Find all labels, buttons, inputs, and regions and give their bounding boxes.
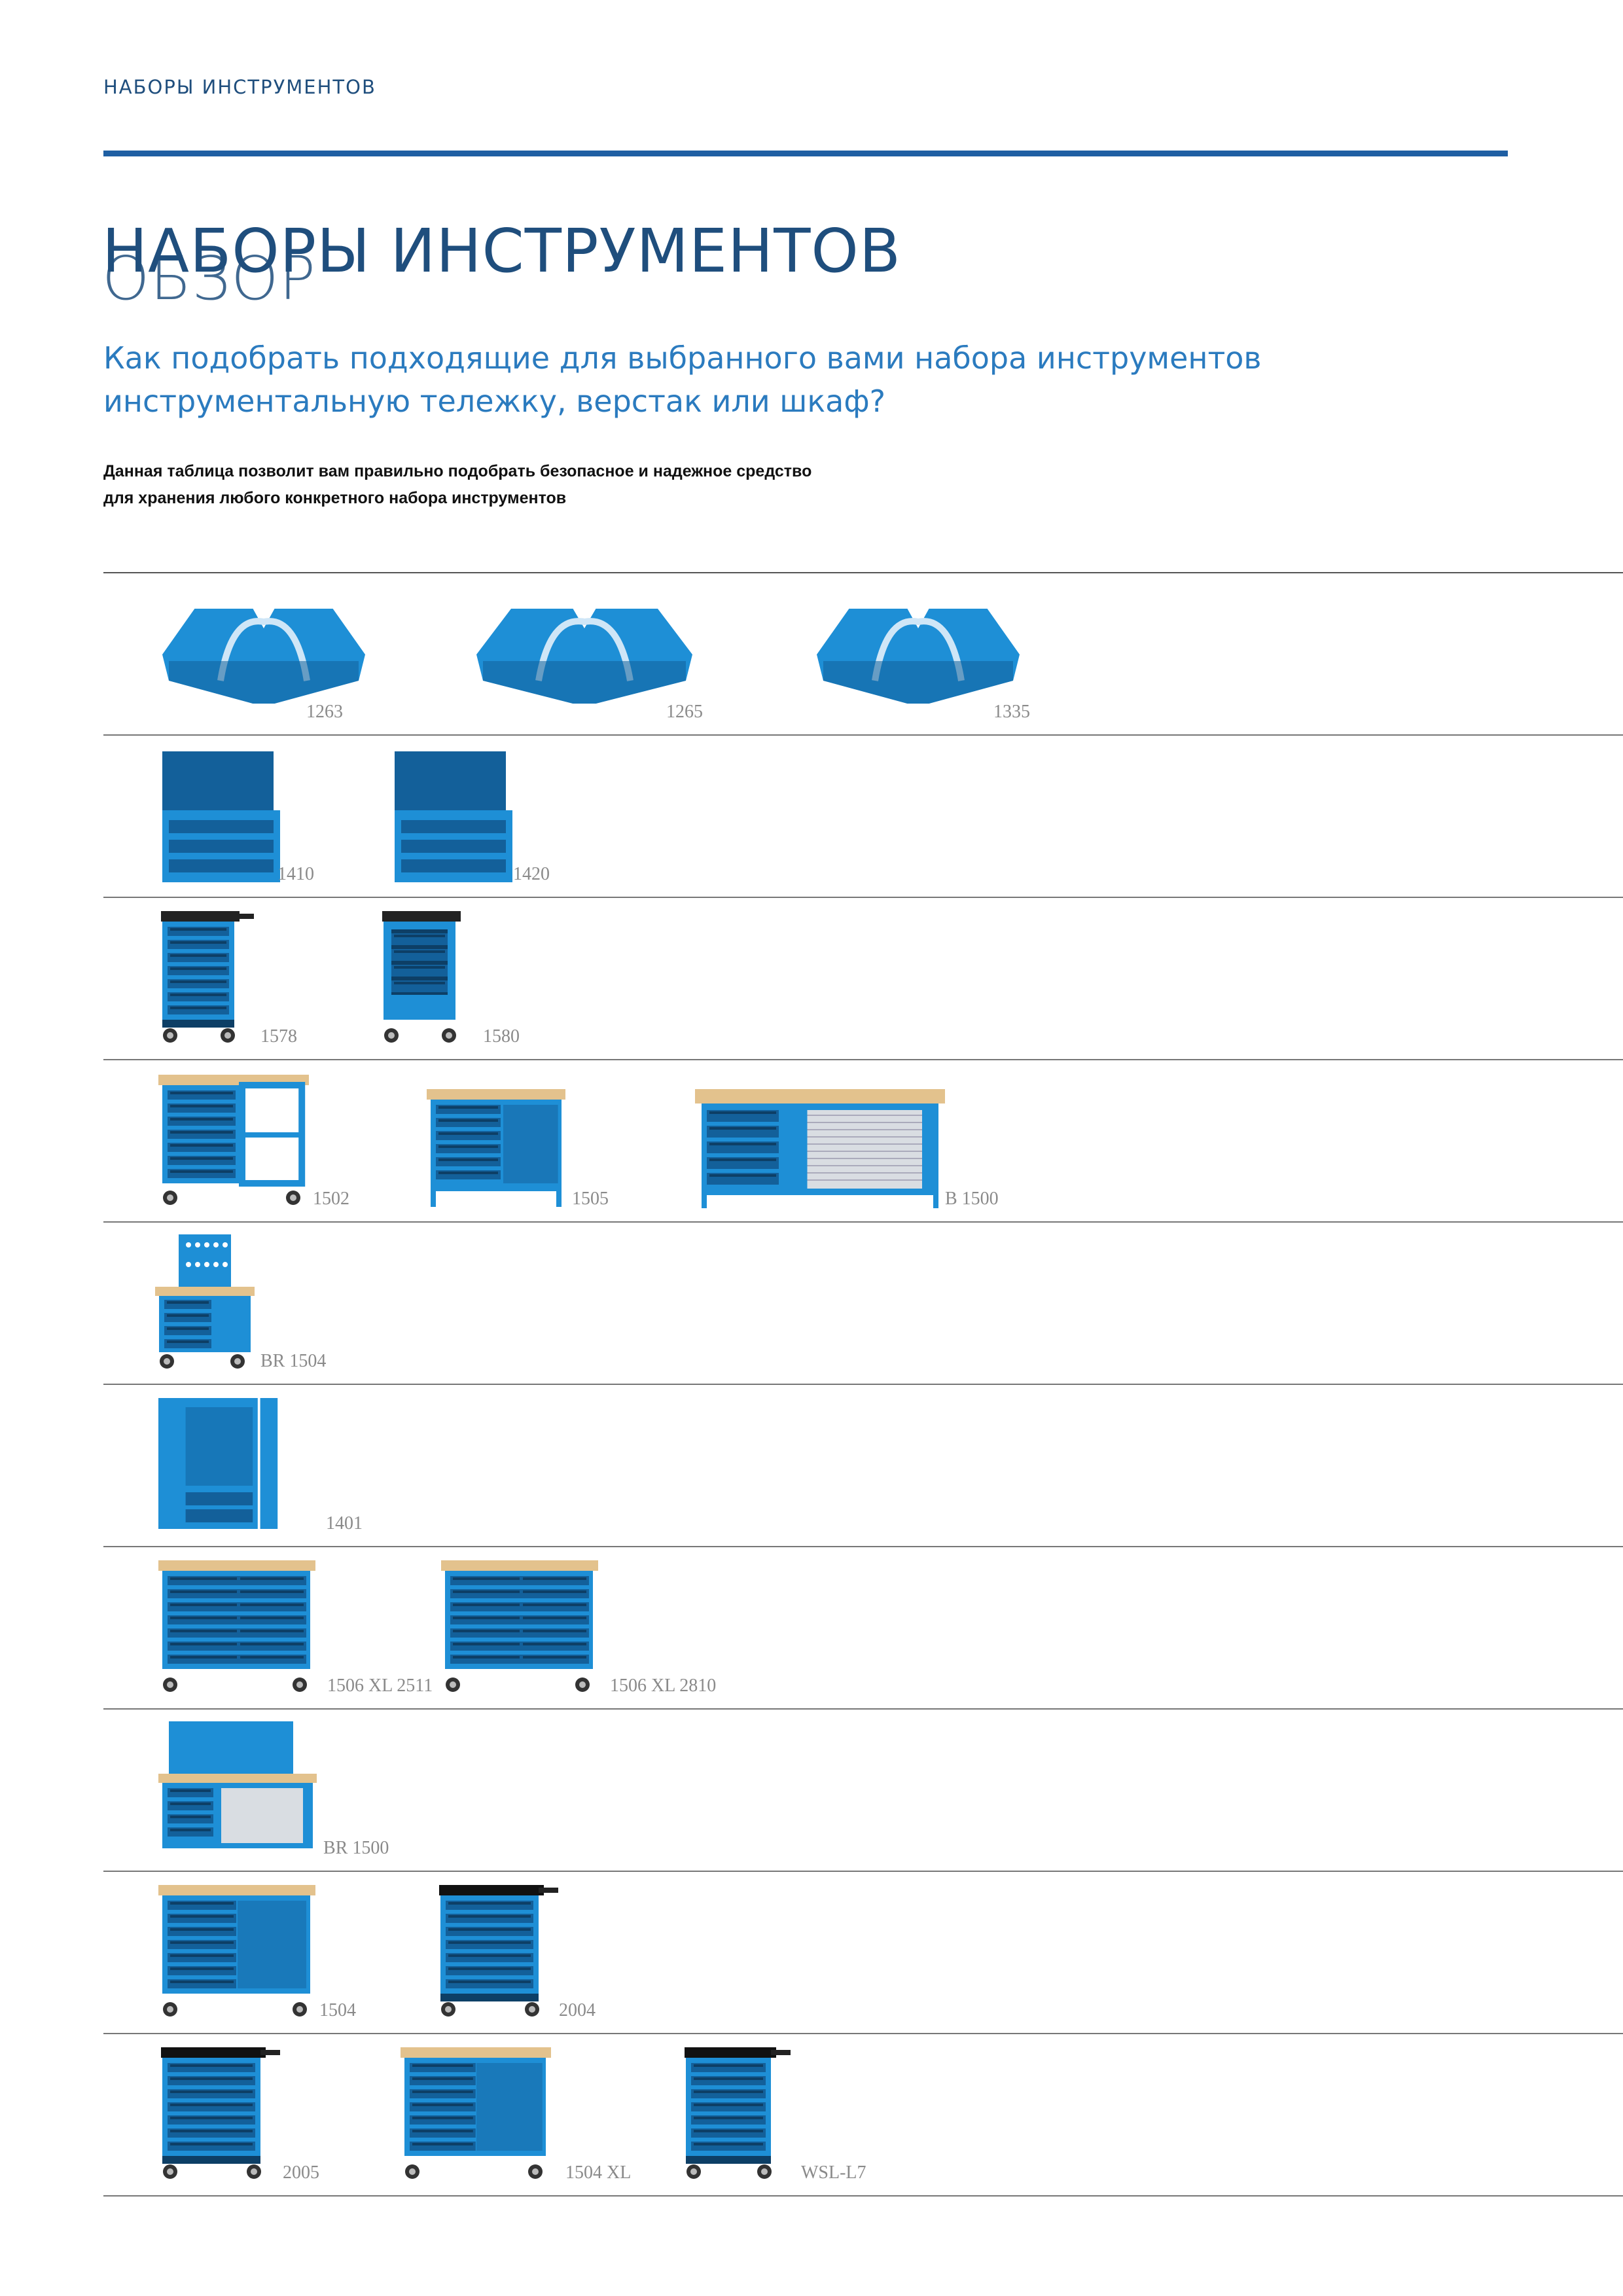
product-item: 1265 [470, 573, 810, 734]
product-item: 2005 [156, 2034, 427, 2195]
breadcrumb: НАБОРЫ ИНСТРУМЕНТОВ [103, 76, 376, 98]
product-row: 1263 1265 1335 [103, 573, 1623, 736]
product-code: B 1500 [945, 1189, 999, 1209]
product-item: 2004 [434, 1872, 703, 2033]
product-code: 1504 XL [565, 2162, 632, 2183]
tool-trolley-icon [156, 2043, 287, 2183]
tool-trolley-icon [434, 1881, 565, 2021]
large-workbench-icon [692, 1069, 948, 1210]
product-code: 2004 [559, 2000, 596, 2020]
product-code: 1263 [306, 702, 343, 722]
product-row: 1401 [103, 1385, 1623, 1547]
product-row: BR 1500 [103, 1710, 1623, 1872]
product-code: 1420 [513, 864, 550, 884]
tool-chest-icon [156, 745, 287, 885]
product-item: 1420 [388, 736, 657, 897]
product-item: WSL-L7 [679, 2034, 945, 2195]
mobile-workbench-icon [156, 1881, 319, 2021]
page-title: НАБОРЫ ИНСТРУМЕНТОВ [102, 215, 901, 286]
product-item: 1263 [156, 573, 450, 734]
product-code: 1506 XL 2810 [610, 1676, 717, 1696]
cantilever-toolbox-icon [810, 583, 1026, 723]
product-row: 1410 1420 [103, 736, 1623, 898]
product-row: 1578 1580 [103, 898, 1623, 1060]
product-item: BR 1504 [152, 1223, 404, 1384]
product-item: 1502 [156, 1060, 457, 1221]
product-row: 1502 1505 B 1500 [103, 1060, 1623, 1223]
product-code: 1265 [666, 702, 703, 722]
product-item: 1578 [156, 898, 404, 1059]
product-code: 1506 XL 2511 [327, 1676, 433, 1696]
product-item: 1335 [810, 573, 1137, 734]
product-item: 1506 XL 2511 [156, 1547, 471, 1708]
cantilever-toolbox-icon [470, 583, 699, 723]
product-item: 1401 [156, 1385, 470, 1546]
product-row: 1506 XL 2511 1506 XL 2810 [103, 1547, 1623, 1710]
tool-cabinet-icon [156, 1394, 280, 1534]
double-workbench-icon [156, 1556, 319, 1696]
page-subtitle: ОБЗОР [102, 243, 316, 314]
product-code: 1502 [313, 1189, 349, 1209]
product-table: 1263 1265 1335 1410 1420 1578 1580 1502 … [103, 572, 1623, 2197]
tool-trolley-icon [156, 907, 260, 1047]
product-code: BR 1504 [260, 1351, 327, 1371]
product-item: B 1500 [692, 1060, 1089, 1221]
description-text: Данная таблица позволит вам правильно по… [103, 462, 812, 507]
product-code: 1578 [260, 1026, 297, 1047]
product-item: 1506 XL 2810 [438, 1547, 754, 1708]
cantilever-toolbox-icon [156, 583, 372, 723]
mobile-workbench-icon [156, 1069, 313, 1210]
product-item: BR 1500 [156, 1710, 467, 1871]
product-code: WSL-L7 [801, 2162, 866, 2183]
product-code: 1410 [277, 864, 314, 884]
workbench-icon [424, 1069, 568, 1210]
product-code: 1580 [483, 1026, 520, 1047]
product-code: 1504 [319, 2000, 356, 2020]
product-item: 1410 [156, 736, 421, 897]
header-rule [103, 151, 1508, 156]
product-row: 2005 1504 XL WSL-L7 [103, 2034, 1623, 2197]
product-item: 1504 XL [398, 2034, 709, 2195]
product-code: 2005 [283, 2162, 319, 2183]
product-item: 1504 [156, 1872, 463, 2033]
workbench-tool-board-icon [152, 1232, 257, 1372]
workbench-shutter-icon [156, 1719, 319, 1859]
product-code: 1401 [326, 1513, 363, 1534]
product-item: 1505 [424, 1060, 716, 1221]
lead-question: Как подобрать подходящие для выбранного … [103, 340, 1262, 419]
product-row: 1504 2004 [103, 1872, 1623, 2034]
product-code: 1505 [572, 1189, 609, 1209]
product-code: BR 1500 [323, 1838, 389, 1858]
product-item: 1580 [377, 898, 627, 1059]
product-code: 1335 [993, 702, 1030, 722]
mobile-workbench-icon [398, 2043, 555, 2183]
open-trolley-icon [377, 907, 482, 1047]
double-workbench-icon [438, 1556, 602, 1696]
tool-chest-icon [388, 745, 519, 885]
product-row: BR 1504 [103, 1223, 1623, 1385]
tool-trolley-icon [679, 2043, 797, 2183]
